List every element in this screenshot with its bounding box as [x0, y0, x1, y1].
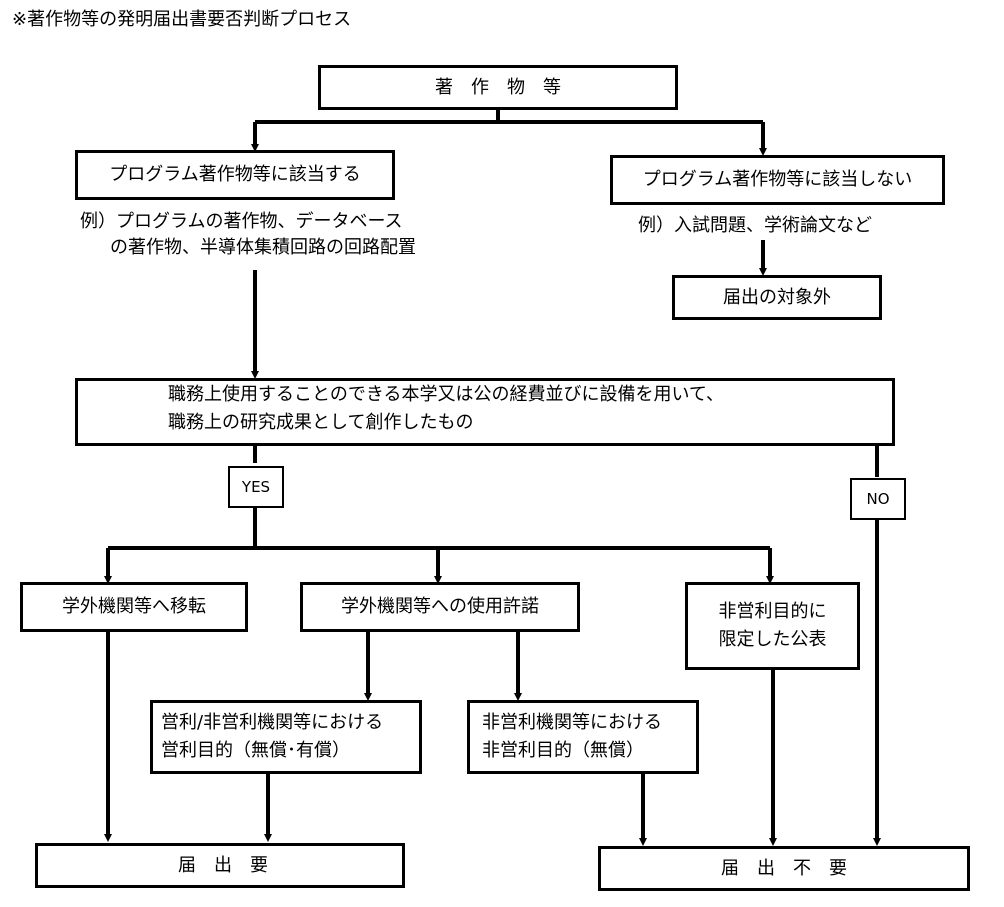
node-copyrighted-works: 著作物等 — [318, 65, 678, 110]
example-applies-line1: 例）プログラムの著作物、データベース — [80, 211, 403, 232]
nonprofit-publish-line1: 非営利目的に — [718, 601, 827, 622]
node-not-required: 届出不要 — [598, 846, 970, 891]
example-applies-line2: の著作物、半導体集積回路の回路配置 — [110, 237, 416, 258]
condition-line2: 職務上の研究成果として創作したもの — [168, 412, 474, 433]
yes-label: YES — [228, 466, 284, 508]
node-nonprofit-publish: 非営利目的に 限定した公表 — [685, 582, 860, 670]
condition-line1: 職務上使用することのできる本学又は公の経費並びに設備を用いて、 — [168, 384, 725, 405]
node-condition: 職務上使用することのできる本学又は公の経費並びに設備を用いて、 職務上の研究成果… — [75, 378, 895, 446]
node-transfer: 学外機関等へ移転 — [20, 582, 248, 632]
node-license: 学外機関等への使用許諾 — [300, 582, 580, 632]
commercial-use-line1: 営利/非営利機関等における — [161, 712, 384, 733]
nonprofit-use-line1: 非営利機関等における — [482, 712, 662, 733]
no-label: NO — [850, 478, 906, 520]
nonprofit-use-line2: 非営利目的（無償） — [482, 740, 644, 761]
node-applies: プログラム著作物等に該当する — [75, 150, 395, 200]
nonprofit-publish-line2: 限定した公表 — [718, 629, 827, 650]
commercial-use-line2: 営利目的（無償･有償） — [161, 740, 350, 761]
node-nonprofit-use: 非営利機関等における 非営利目的（無償） — [467, 700, 699, 774]
node-not-applies: プログラム著作物等に該当しない — [610, 155, 945, 205]
node-required: 届出要 — [35, 843, 405, 888]
node-commercial-use: 営利/非営利機関等における 営利目的（無償･有償） — [150, 700, 422, 774]
page-title: ※著作物等の発明届出書要否判断プロセス — [12, 9, 352, 30]
example-not-applies: 例）入試問題、学術論文など — [638, 215, 872, 236]
node-out-of-scope: 届出の対象外 — [672, 275, 882, 320]
